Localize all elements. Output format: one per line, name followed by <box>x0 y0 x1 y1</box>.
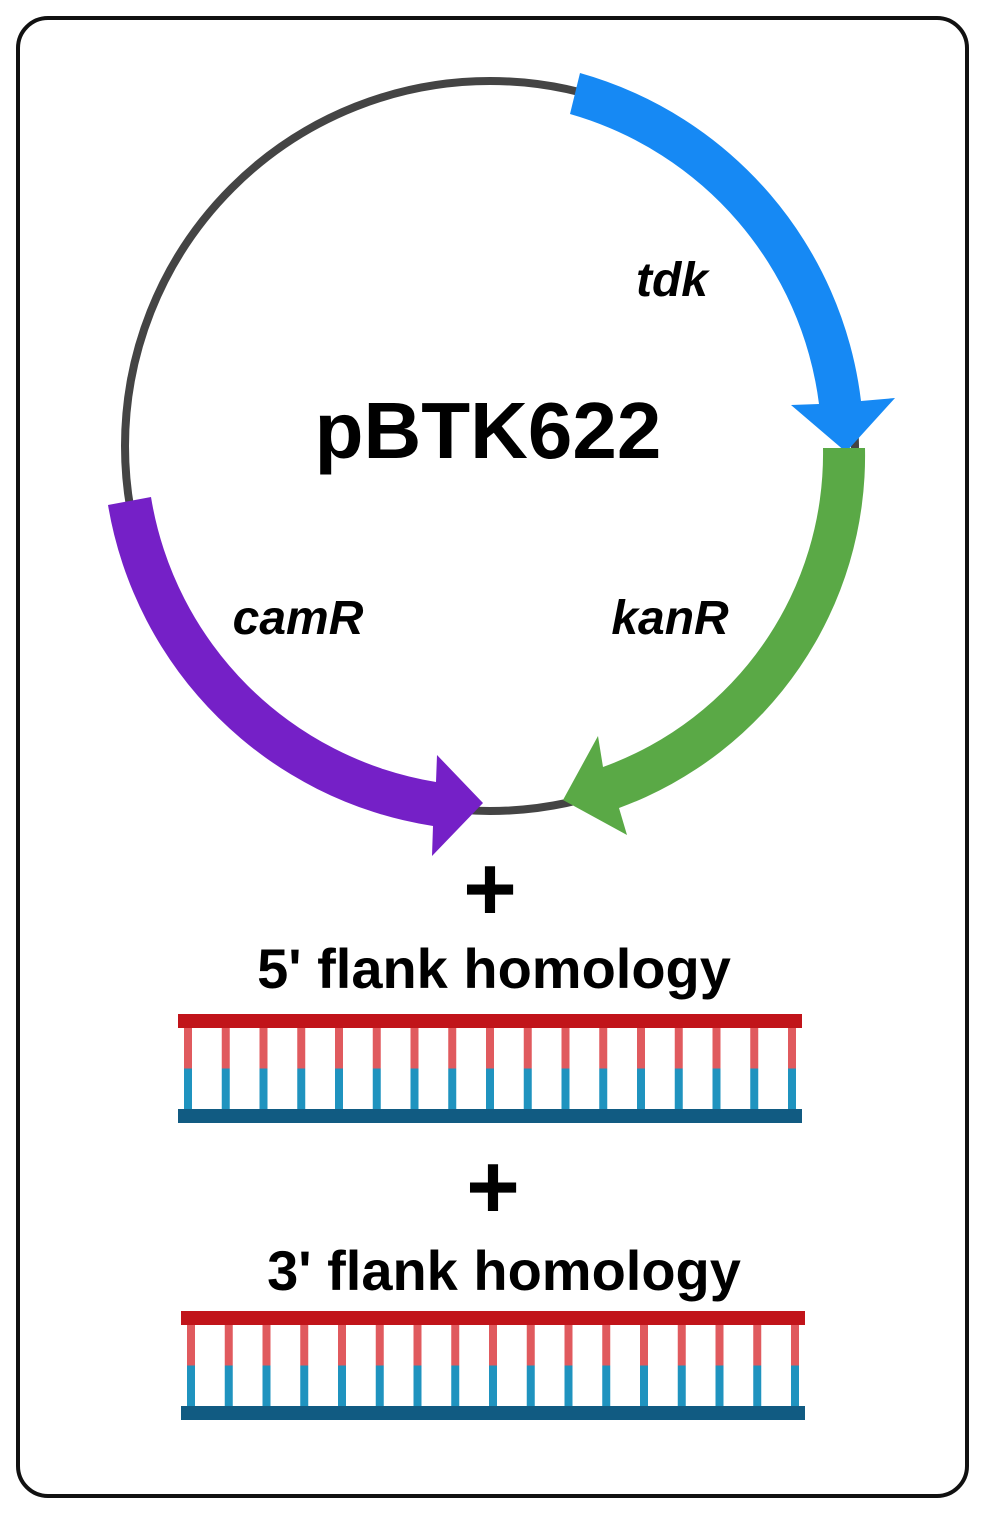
base-pair-bottom <box>187 1365 195 1408</box>
base-pair-bottom <box>224 1365 233 1408</box>
base-pair-top <box>753 1323 762 1366</box>
camR-gene-arrow <box>108 497 483 856</box>
dna-fragment-5 <box>178 1014 802 1123</box>
base-pair-bottom <box>564 1365 573 1408</box>
base-pair-top <box>674 1026 683 1069</box>
base-pair-bottom <box>410 1068 419 1111</box>
base-pair-top <box>451 1323 460 1366</box>
base-pair-bottom <box>184 1068 192 1111</box>
base-pair-bottom <box>637 1068 645 1111</box>
base-pair-top <box>224 1323 233 1366</box>
kanR-gene-arrow <box>563 448 866 835</box>
base-pair-top <box>221 1026 230 1069</box>
base-pair-bottom <box>486 1068 494 1111</box>
base-pair-top <box>712 1026 721 1069</box>
base-pair-top <box>791 1323 799 1366</box>
dna-bottom-strand <box>181 1406 805 1420</box>
base-pair-bottom <box>753 1365 762 1408</box>
base-pair-top <box>410 1026 419 1069</box>
base-pair-bottom <box>640 1365 648 1408</box>
base-pair-top <box>486 1026 494 1069</box>
base-pair-bottom <box>448 1068 457 1111</box>
base-pair-bottom <box>750 1068 759 1111</box>
base-pair-bottom <box>297 1068 306 1111</box>
base-pair-top <box>338 1323 346 1366</box>
base-pair-bottom <box>221 1068 230 1111</box>
base-pair-top <box>297 1026 306 1069</box>
dna-top-strand <box>181 1311 805 1325</box>
base-pair-top <box>788 1026 796 1069</box>
base-pair-bottom <box>788 1068 796 1111</box>
base-pair-top <box>561 1026 570 1069</box>
base-pair-bottom <box>375 1365 384 1408</box>
base-pair-bottom <box>523 1068 532 1111</box>
base-pair-bottom <box>715 1365 724 1408</box>
camR-gene-label: camR <box>233 592 364 645</box>
base-pair-bottom <box>259 1068 268 1111</box>
base-pair-top <box>413 1323 422 1366</box>
base-pair-bottom <box>526 1365 535 1408</box>
tdk-gene-arrow <box>570 73 895 452</box>
base-pair-bottom <box>335 1068 343 1111</box>
base-pair-bottom <box>674 1068 683 1111</box>
base-pair-top <box>640 1323 648 1366</box>
plasmid-map: pBTK622 tdk kanR camR <box>108 73 895 856</box>
base-pair-top <box>448 1026 457 1069</box>
base-pair-top <box>637 1026 645 1069</box>
base-pair-top <box>259 1026 268 1069</box>
base-pair-bottom <box>338 1365 346 1408</box>
fragment-3-label: 3' flank homology <box>267 1239 741 1302</box>
base-pair-bottom <box>602 1365 611 1408</box>
base-pair-bottom <box>489 1365 497 1408</box>
base-pair-bottom <box>413 1365 422 1408</box>
base-pair-top <box>602 1323 611 1366</box>
base-pair-bottom <box>712 1068 721 1111</box>
base-pair-bottom <box>791 1365 799 1408</box>
plasmid-name: pBTK622 <box>315 386 662 475</box>
dna-bottom-strand <box>178 1109 802 1123</box>
base-pair-bottom <box>451 1365 460 1408</box>
base-pair-bottom <box>300 1365 309 1408</box>
base-pair-top <box>187 1323 195 1366</box>
tdk-gene-label: tdk <box>636 254 710 307</box>
plus-sign-2: + <box>466 1136 520 1238</box>
base-pair-bottom <box>599 1068 608 1111</box>
base-pair-top <box>262 1323 271 1366</box>
plus-sign-1: + <box>463 838 517 940</box>
base-pair-top <box>599 1026 608 1069</box>
base-pair-top <box>750 1026 759 1069</box>
base-pair-bottom <box>561 1068 570 1111</box>
base-pair-top <box>489 1323 497 1366</box>
base-pair-top <box>375 1323 384 1366</box>
base-pair-bottom <box>262 1365 271 1408</box>
base-pair-top <box>677 1323 686 1366</box>
dna-fragment-3 <box>181 1311 805 1420</box>
plasmid-backbone <box>121 77 859 815</box>
fragment-5-label: 5' flank homology <box>257 937 731 1000</box>
base-pair-top <box>564 1323 573 1366</box>
base-pair-top <box>715 1323 724 1366</box>
base-pair-top <box>300 1323 309 1366</box>
dna-top-strand <box>178 1014 802 1028</box>
base-pair-top <box>184 1026 192 1069</box>
kanR-gene-label: kanR <box>611 592 729 645</box>
base-pair-top <box>526 1323 535 1366</box>
frame-border <box>16 16 969 1498</box>
base-pair-bottom <box>677 1365 686 1408</box>
base-pair-top <box>523 1026 532 1069</box>
base-pair-bottom <box>372 1068 381 1111</box>
base-pair-top <box>372 1026 381 1069</box>
base-pair-top <box>335 1026 343 1069</box>
